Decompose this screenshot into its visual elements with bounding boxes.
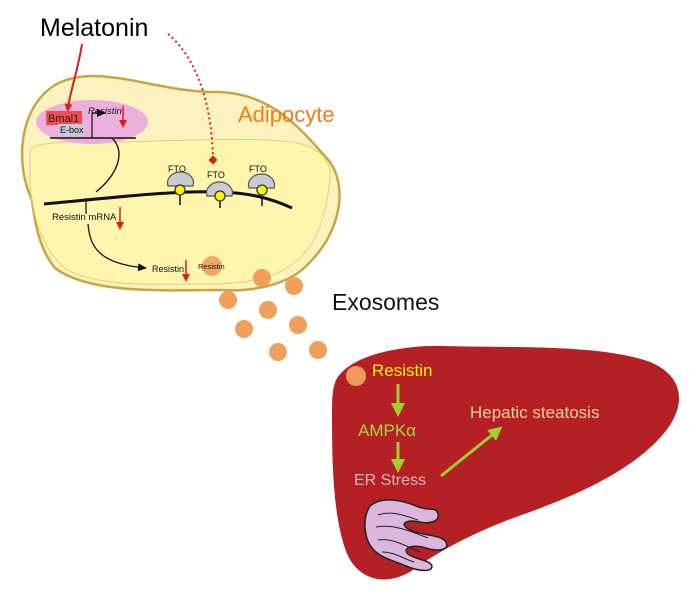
ebox-label: E-box [60,125,84,135]
transcription-start-arrow [91,109,106,138]
exosome-cluster [219,269,327,361]
exosome [289,316,307,334]
melatonin-to-bmal1-arrow [64,43,83,112]
melatonin-label: Melatonin [40,14,148,42]
fto-complex-1 [166,171,195,205]
resistin-gene-label: Resistin [88,106,122,117]
exosome [309,341,327,359]
resistin-exosome [202,256,222,276]
fto-label-3: FTO [249,164,267,174]
exosome [269,343,287,361]
exosomes-label: Exosomes [332,289,439,315]
er-stress-label: ER Stress [354,472,426,489]
bmal1-label: Bmal1 [48,113,79,125]
er-stress-to-steatosis-arrow [440,426,503,478]
translation-arrow [87,223,147,272]
mrna-strand [43,190,293,210]
melatonin-to-fto-dotted-arrow [167,33,218,165]
fto-label-2: FTO [207,170,225,180]
resistin-protein-label: Resistin [152,264,184,274]
fto-complex-3 [247,173,276,206]
ampk-label: AMPKα [358,421,416,440]
exosome [253,269,271,287]
liver-resistin-label: Resistin [372,361,432,380]
exosome [285,277,303,295]
fto-complex-2 [205,181,234,208]
liver-exosome [346,366,366,386]
transcription-arrow [95,137,120,193]
exosome [259,301,277,319]
endoplasmic-reticulum-icon [364,499,448,572]
adipocyte-label: Adipocyte [238,102,335,127]
hepatic-steatosis-label: Hepatic steatosis [470,403,599,422]
bmal1-box [46,111,82,125]
ebox-box [58,124,84,136]
resistin-exosome-label: Resistin [198,262,225,271]
resistin-mrna-label: Resistin mRNA [52,212,117,223]
fto-label-1: FTO [168,164,186,174]
exosome [235,320,253,338]
exosome [219,291,237,309]
